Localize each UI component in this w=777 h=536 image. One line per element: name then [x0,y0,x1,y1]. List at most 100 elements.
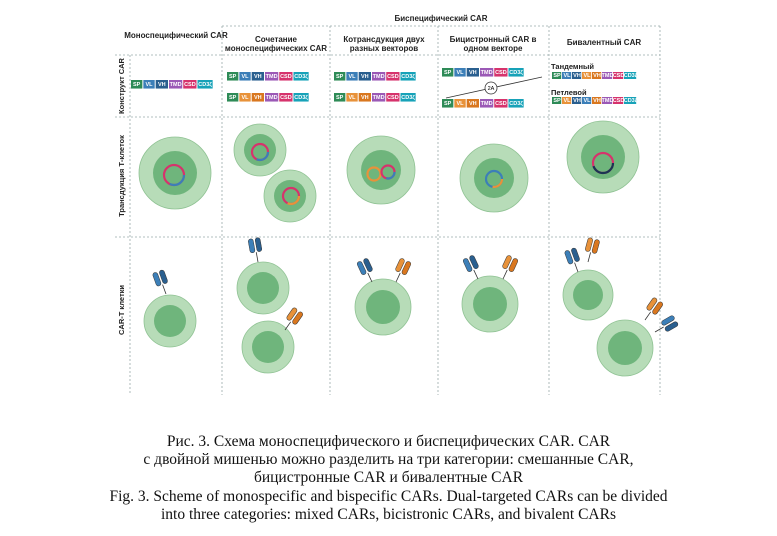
receptor-vl [356,261,367,275]
caption-ru-3: бицистронные CAR и бивалентные CAR [253,469,524,486]
segment-tmd [602,97,613,104]
segment-csd [183,80,197,89]
segment-vl [239,72,251,81]
vector-ring [162,163,186,187]
segment-vh [358,93,371,102]
col-header-mono: Моноспецифический CAR [124,31,228,40]
receptor-vh [401,261,412,275]
segment-cd3z-label: CD3ζ [624,73,638,79]
receptor-vh [363,258,373,272]
segment-vh-label: VH [254,74,262,80]
receptor-vh [508,258,519,272]
segment-cd3z [624,72,637,79]
segment-sp [227,93,239,102]
segment-cd3z-label: CD3ζ [509,70,523,76]
segment-cd3z [400,72,416,81]
row-header-transduction: Трансдукция Т-клеток [117,135,126,217]
car-receptor [644,297,663,321]
row-header-construct: Конструкт CAR [117,57,126,114]
segment-cd3z [197,80,213,89]
linker-2a-label: 2A [488,86,495,92]
segment-vl [582,72,592,79]
segment-tmd-label: TMD [266,95,278,101]
segment-tmd [265,93,279,102]
receptor-stalk [644,311,652,321]
car-receptor [284,307,303,331]
receptor-stalk [162,284,167,295]
segment-cd3z-label: CD3ζ [401,74,415,80]
segment-vl [346,72,358,81]
transduction-cells [138,120,640,223]
receptor-stalk [395,272,401,283]
receptor-vl [661,315,675,326]
segment-vh [592,97,602,104]
segment-csd-label: CSD [387,95,399,101]
segment-csd-label: CSD [613,98,625,104]
cell-nucleus [154,305,186,337]
segment-sp-label: SP [444,101,452,107]
cell-nucleus [244,134,276,166]
receptor-stalk [654,326,664,333]
car-receptor [654,315,679,333]
segment-vh-label: VH [469,70,477,76]
cell-nucleus [573,280,603,310]
segment-sp [552,97,562,104]
row-header-car-t: CAR-Т клетки [117,285,126,335]
segment-vh-label: VH [573,73,581,79]
receptor-stalk [587,252,591,263]
segment-tmd [602,72,613,79]
segment-tmd-label: TMD [481,101,493,107]
car-t-cells [143,237,679,377]
caption-ru-2: с двойной мишенью можно разделить на три… [143,451,634,468]
segment-tmd-label: TMD [170,82,182,88]
cell-nucleus [581,135,625,179]
receptor-vh [664,321,679,332]
receptor-vl [646,297,658,311]
segment-cd3z [508,99,524,108]
receptor-vh [292,311,303,325]
segment-csd [279,93,293,102]
cell-nucleus [247,272,279,304]
cell-nucleus [473,287,507,321]
segment-vl-label: VL [242,95,250,101]
segment-vl [562,97,572,104]
segment-vl [454,99,466,108]
segment-tmd-label: TMD [481,70,493,76]
vector-ring [380,164,396,180]
receptor-stalk [367,272,373,283]
segment-cd3z-label: CD3ζ [401,95,415,101]
segment-vh [466,99,479,108]
segment-sp [334,93,346,102]
caption-en-2: into three categories: mixed CARs, bicis… [160,506,617,523]
vector-ring [250,142,270,162]
receptor-vl [585,237,593,252]
segment-vl-label: VL [457,70,465,76]
receptor-vh [571,247,580,262]
segment-vh-label: VH [254,95,262,101]
segment-cd3z-label: CD3ζ [624,98,638,104]
segment-cd3z [293,93,309,102]
segment-csd-label: CSD [280,74,292,80]
segment-vh [358,72,371,81]
bicistronic-linker: 2A [445,76,543,99]
vector-ring [591,151,615,175]
receptor-vl [286,307,298,321]
segment-vh-label: VH [158,82,166,88]
segment-cd3z-label: CD3ζ [294,95,308,101]
segment-vh-label: VH [593,73,601,79]
car-receptor [462,255,479,280]
segment-tmd-label: TMD [373,95,385,101]
segment-csd-label: CSD [495,70,507,76]
segment-tmd [169,80,183,89]
segment-vl [239,93,251,102]
car-receptor [564,247,580,273]
segment-vl-label: VL [563,73,571,79]
segment-vh [572,72,582,79]
segment-sp [334,72,346,81]
segment-sp-label: SP [444,70,452,76]
segment-vl-label: VL [349,95,357,101]
receptor-vl [248,238,256,254]
segment-cd3z-label: CD3ζ [198,82,212,88]
car-receptor [356,258,373,283]
